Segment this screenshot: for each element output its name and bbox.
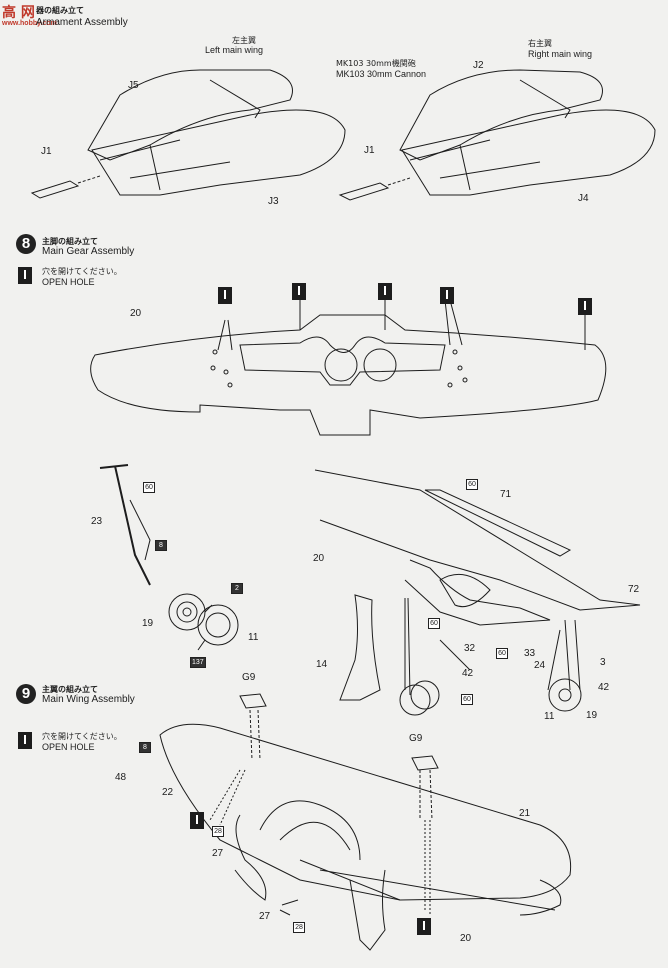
part-19: 19 — [586, 710, 598, 721]
open-hole-icon — [578, 298, 592, 315]
part-j4: J4 — [578, 193, 589, 204]
step8-title-jp: 主脚の組み立て — [42, 237, 98, 246]
step9-title-en: Main Wing Assembly — [42, 694, 135, 705]
step9-hole-en: OPEN HOLE — [42, 742, 95, 752]
step9-number: 9 — [16, 684, 36, 704]
cannon-label-jp: MK103 30mm機関砲 — [336, 59, 416, 68]
paint-code-2: 2 — [231, 583, 243, 594]
part-g9: G9 — [242, 672, 256, 683]
step7-title-jp: 器の組み立て — [36, 6, 84, 15]
paint-code-60: 60 — [461, 694, 473, 705]
left-wing-label-en: Left main wing — [205, 45, 264, 55]
part-71: 71 — [500, 489, 512, 500]
part-g9: G9 — [409, 733, 423, 744]
paint-code-8: 8 — [139, 742, 151, 753]
open-hole-icon — [440, 287, 454, 304]
paint-code-60: 60 — [428, 618, 440, 629]
part-20-gear: 20 — [313, 553, 325, 564]
part-21: 21 — [519, 808, 531, 819]
step7-title-en: Armament Assembly — [36, 17, 128, 28]
open-hole-icon — [190, 812, 204, 829]
paint-code-137: 137 — [190, 657, 206, 668]
part-24: 24 — [534, 660, 546, 671]
watermark-logo: 高 网 — [2, 5, 35, 21]
step9-hole-jp: 穴を開けてください。 — [42, 732, 122, 741]
part-j2: J2 — [473, 60, 484, 71]
cannon-label-en: MK103 30mm Cannon — [336, 69, 427, 79]
watermark-url: www.hobby.com — [2, 20, 57, 27]
left-wing-label-jp: 左主翼 — [232, 36, 256, 45]
paint-code-60: 60 — [466, 479, 478, 490]
paint-code-60: 60 — [496, 648, 508, 659]
part-19: 19 — [142, 618, 154, 629]
step8-hole-jp: 穴を開けてください。 — [42, 267, 122, 276]
part-42: 42 — [462, 668, 474, 679]
paint-code-28: 28 — [293, 922, 305, 933]
step8-hole-en: OPEN HOLE — [42, 277, 95, 287]
open-hole-icon — [417, 918, 431, 935]
part-3: 3 — [600, 657, 606, 668]
part-23: 23 — [91, 516, 103, 527]
part-11: 11 — [544, 711, 555, 722]
paint-code-28: 28 — [212, 826, 224, 837]
step9-title-jp: 主翼の組み立て — [42, 685, 98, 694]
open-hole-icon — [292, 283, 306, 300]
part-j5: J5 — [128, 80, 139, 91]
right-wing-label-en: Right main wing — [528, 49, 593, 59]
part-11: 11 — [248, 632, 259, 643]
part-72: 72 — [628, 584, 640, 595]
open-hole-icon — [378, 283, 392, 300]
open-hole-icon — [218, 287, 232, 304]
open-hole-icon — [18, 732, 32, 749]
paint-code-8: 8 — [155, 540, 167, 551]
part-48: 48 — [115, 772, 127, 783]
part-j3: J3 — [268, 196, 279, 207]
paint-code-60: 60 — [143, 482, 155, 493]
part-33: 33 — [524, 648, 536, 659]
step8-title-en: Main Gear Assembly — [42, 246, 135, 257]
part-27: 27 — [259, 911, 271, 922]
open-hole-icon — [18, 267, 32, 284]
part-20-wing: 20 — [130, 308, 142, 319]
right-wing-label-jp: 右主翼 — [528, 39, 552, 48]
part-14: 14 — [316, 659, 328, 670]
part-22: 22 — [162, 787, 174, 798]
part-27: 27 — [212, 848, 224, 859]
part-42: 42 — [598, 682, 610, 693]
part-j1-left: J1 — [41, 146, 52, 157]
part-32: 32 — [464, 643, 476, 654]
part-20-main-wing: 20 — [460, 933, 472, 944]
part-j1-right: J1 — [364, 145, 375, 156]
step8-number: 8 — [16, 234, 36, 254]
